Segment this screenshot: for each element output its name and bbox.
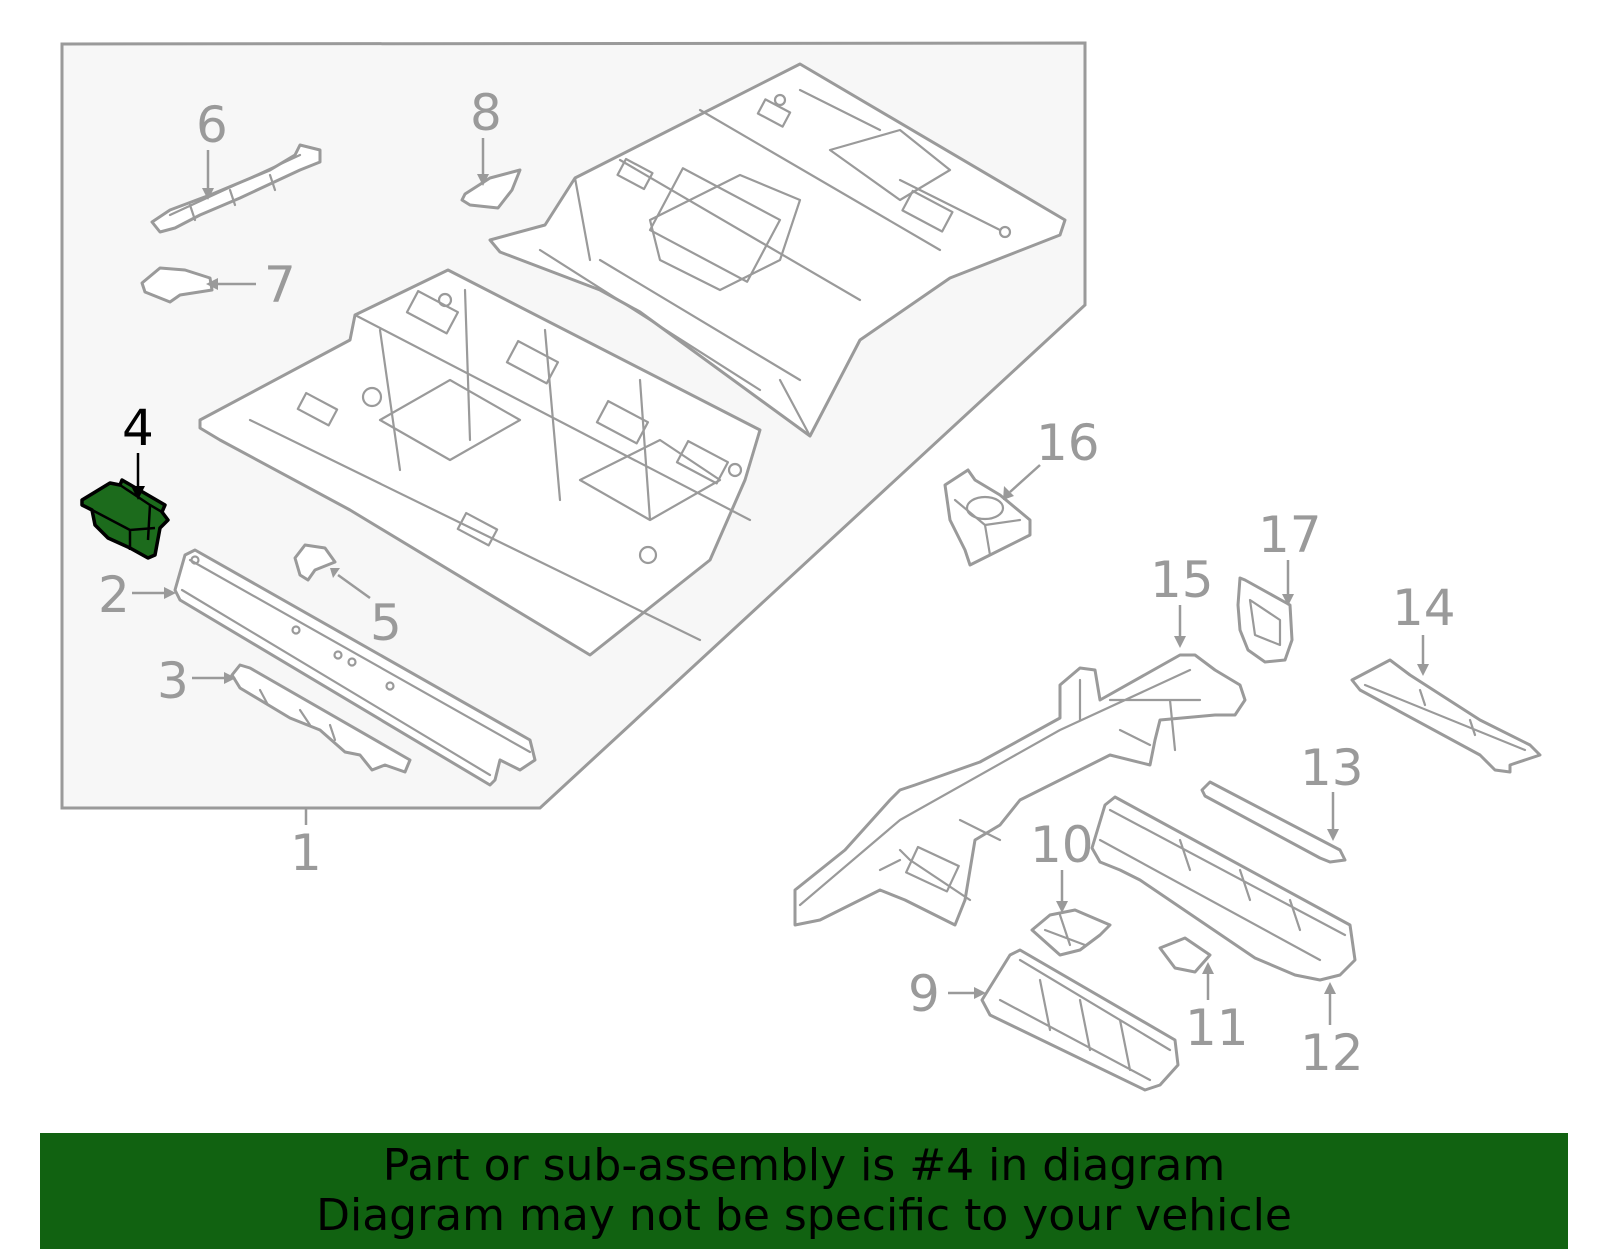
arrow-17 (1282, 594, 1294, 606)
arrow-15 (1174, 636, 1186, 648)
callout-7: 7 (264, 256, 296, 314)
callout-1: 1 (290, 824, 322, 882)
banner-line-2: Diagram may not be specific to your vehi… (316, 1190, 1292, 1241)
arrow-8 (477, 174, 489, 186)
part-16 (943, 468, 1032, 567)
callout-5: 5 (370, 594, 402, 652)
callout-13: 13 (1300, 739, 1364, 797)
callout-4: 4 (122, 399, 154, 457)
arrow-4 (131, 486, 145, 500)
arrow-6 (202, 188, 214, 200)
arrow-13 (1327, 829, 1339, 841)
banner-line-1: Part or sub-assembly is #4 in diagram (382, 1140, 1226, 1191)
front-floor-pan (198, 268, 762, 657)
arrow-14 (1417, 664, 1429, 676)
part-14 (1350, 658, 1542, 774)
callout-9: 9 (908, 965, 940, 1023)
callout-14: 14 (1392, 579, 1456, 637)
callout-16: 16 (1036, 414, 1100, 472)
info-banner: Part or sub-assembly is #4 in diagram Di… (40, 1133, 1568, 1249)
part-11 (1158, 936, 1212, 974)
rear-floor-pan (488, 62, 1067, 438)
callout-6: 6 (196, 96, 228, 154)
part-5 (293, 543, 337, 582)
arrow-7 (206, 278, 218, 290)
part-17 (1236, 576, 1294, 664)
callout-10: 10 (1030, 816, 1094, 874)
leader-5 (337, 573, 371, 600)
arrow-12 (1324, 982, 1336, 994)
part-9 (980, 948, 1180, 1092)
part-10 (1030, 908, 1112, 957)
part-8 (460, 168, 522, 210)
arrow-11 (1202, 962, 1214, 974)
part-12 (1090, 795, 1357, 982)
callout-15: 15 (1150, 551, 1214, 609)
part-13 (1200, 780, 1347, 864)
callout-3: 3 (157, 652, 189, 710)
arrow-9 (974, 987, 986, 999)
callout-11: 11 (1185, 999, 1249, 1057)
part-3 (230, 663, 412, 774)
part-2 (173, 548, 537, 787)
part-7 (140, 266, 214, 304)
arrow-5 (330, 568, 340, 578)
part-6 (150, 143, 322, 234)
part-15 (793, 653, 1247, 927)
leader-16 (1009, 464, 1041, 493)
callout-2: 2 (98, 566, 130, 624)
callout-17: 17 (1258, 506, 1322, 564)
arrow-16 (1003, 486, 1014, 500)
callout-12: 12 (1300, 1024, 1364, 1082)
arrow-3 (224, 672, 236, 684)
part-4 (80, 478, 170, 560)
callout-8: 8 (470, 84, 502, 142)
arrow-2 (164, 587, 176, 599)
arrow-10 (1056, 901, 1068, 913)
